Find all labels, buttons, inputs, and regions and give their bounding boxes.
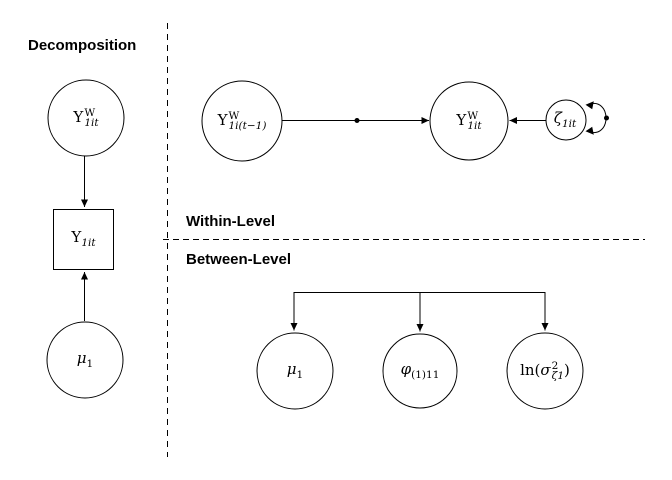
function-prefix: ln( xyxy=(520,361,541,379)
within-residual-label: ζ1it xyxy=(553,108,577,130)
variable-subscript: 1 xyxy=(86,357,94,370)
decomp-mean-label: μ1 xyxy=(76,348,94,370)
variable-superscript: W xyxy=(228,110,240,122)
variable-subscript: ζ1 xyxy=(551,370,565,382)
variable-subscript: 1 xyxy=(296,368,304,381)
variable-subscript: 1it xyxy=(84,117,99,129)
decomposition-title: Decomposition xyxy=(28,37,137,54)
variable-subscript: 1it xyxy=(467,120,482,132)
residual-variance-loop-arrowhead-top xyxy=(585,101,594,110)
residual-variance-random-effect-dot xyxy=(604,115,609,121)
variable-subscript: (1)11 xyxy=(411,368,440,381)
variable-base: σ xyxy=(540,361,551,379)
within-level-label: Within-Level xyxy=(186,213,276,230)
variable-subscript: 1it xyxy=(81,236,96,249)
variable-superscript: W xyxy=(467,110,479,122)
variable-base: μ xyxy=(76,348,87,367)
variable-subscript: 1it xyxy=(561,117,577,130)
decomp-mean-circle xyxy=(46,321,124,399)
variable-base: ζ xyxy=(553,108,562,127)
variable-base: Y xyxy=(73,108,84,126)
variable-superscript: 2 xyxy=(551,360,559,372)
decomp-observed-label: Y1it xyxy=(71,227,96,249)
variable-base: φ xyxy=(400,359,412,378)
within-current-circle xyxy=(429,81,509,161)
variable-base: Y xyxy=(217,111,228,129)
variable-base: μ xyxy=(286,359,297,378)
variable-subscript: 1i(t−1) xyxy=(228,120,267,132)
variable-superscript: W xyxy=(84,107,96,119)
between-ar-label: φ(1)11 xyxy=(400,359,440,381)
between-ar-circle xyxy=(382,333,458,409)
between-level-label: Between-Level xyxy=(186,251,292,268)
autoregression-random-effect-dot xyxy=(354,118,360,123)
variable-base: Y xyxy=(456,111,467,129)
decomp-observed-square xyxy=(53,209,114,270)
within-lag-circle xyxy=(201,80,283,162)
between-logvar-circle xyxy=(506,332,584,410)
variable-base: Y xyxy=(71,227,82,246)
within-residual-circle xyxy=(545,99,587,141)
function-suffix: ) xyxy=(564,361,570,379)
decomp-latent-circle xyxy=(47,79,125,157)
between-mean-circle xyxy=(256,332,334,410)
between-mean-label: μ1 xyxy=(286,359,304,381)
residual-variance-loop-arrowhead-bottom xyxy=(585,126,594,135)
